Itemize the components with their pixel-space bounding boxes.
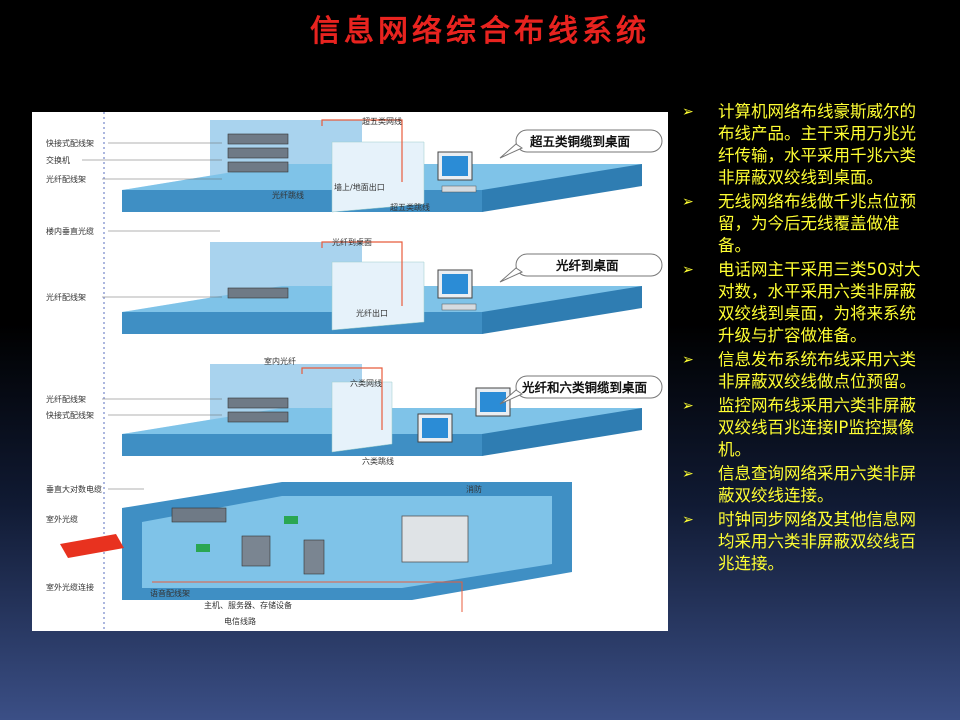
label-cat6-cable: 六类网线: [350, 378, 382, 388]
arrow-bullet-icon: ➢: [682, 104, 694, 120]
label-switch: 交换机: [46, 155, 70, 165]
label-quick-patch-2: 快接式配线架: [46, 410, 94, 420]
label-quick-patch-1: 快接式配线架: [46, 138, 94, 148]
label-fire: 消防: [466, 484, 482, 494]
bullet-item: ➢信息查询网络采用六类非屏蔽双绞线连接。: [682, 464, 916, 505]
arrow-bullet-icon: ➢: [682, 194, 694, 210]
label-fiber-to-desk: 光纤到桌面: [332, 237, 372, 247]
callout-floor2: 光纤到桌面: [555, 258, 619, 273]
label-voice-panel: 语音配线架: [150, 588, 190, 598]
label-outdoor-fiber-link: 室外光缆连接: [46, 582, 94, 592]
bullet-item: ➢时钟同步网络及其他信息网均采用六类非屏蔽双绞线百兆连接。: [682, 510, 916, 573]
label-fiber-panel-3: 光纤配线架: [46, 394, 86, 404]
label-outlet: 墙上/地面出口: [334, 182, 385, 192]
callout-floor1: 超五类铜缆到桌面: [529, 134, 631, 149]
label-hosts: 主机、服务器、存储设备: [204, 600, 292, 610]
label-outdoor-fiber: 室外光缆: [46, 514, 78, 524]
label-cat6-patch: 六类跳线: [362, 456, 394, 466]
arrow-bullet-icon: ➢: [682, 466, 694, 482]
floor-1: 超五类网线 墙上/地面出口 光纤跳线 超五类跳线 超五类铜缆到桌面: [122, 116, 663, 213]
slide-title: 信息网络综合布线系统: [310, 14, 650, 49]
arrow-bullet-icon: ➢: [682, 352, 694, 368]
label-telecom: 电信线路: [224, 616, 256, 626]
bullet-item: ➢无线网络布线做千兆点位预留，为今后无线覆盖做准备。: [682, 192, 916, 255]
arrow-bullet-icon: ➢: [682, 512, 694, 528]
label-backbone-cable: 垂直大对数电缆: [46, 484, 102, 494]
left-labels: 快接式配线架 交换机 光纤配线架 楼内垂直光缆 光纤配线架 光纤配线架 快接式配…: [46, 138, 222, 592]
bullet-item: ➢计算机网络布线豪斯威尔的布线产品。主干采用万兆光纤传输，水平采用千兆六类非屏蔽…: [682, 102, 916, 187]
floor-3: 室内光纤 六类网线 六类跳线 光纤和六类铜缆到桌面: [122, 356, 663, 466]
label-cat5-patch: 超五类跳线: [390, 202, 430, 212]
label-vertical-fiber: 楼内垂直光缆: [46, 226, 94, 236]
label-cat5-cable: 超五类网线: [362, 116, 402, 126]
label-fiber-patch: 光纤跳线: [272, 190, 304, 200]
bullet-list: ➢计算机网络布线豪斯威尔的布线产品。主干采用万兆光纤传输，水平采用千兆六类非屏蔽…: [682, 101, 932, 577]
callout-floor3: 光纤和六类铜缆到桌面: [521, 380, 648, 395]
bullet-item: ➢监控网布线采用六类非屏蔽双绞线百兆连接IP监控摄像机。: [682, 396, 916, 459]
bullet-item: ➢电话网主干采用三类50对大对数，水平采用六类非屏蔽双绞线到桌面，为将来系统升级…: [682, 260, 921, 345]
label-fiber-outlet: 光纤出口: [356, 308, 388, 318]
cabling-diagram: 超五类网线 墙上/地面出口 光纤跳线 超五类跳线 超五类铜缆到桌面 光纤到桌面 …: [32, 112, 668, 631]
arrow-bullet-icon: ➢: [682, 398, 694, 414]
arrow-bullet-icon: ➢: [682, 262, 694, 278]
label-fiber-panel-2: 光纤配线架: [46, 292, 86, 302]
label-indoor-fiber: 室内光纤: [264, 356, 296, 366]
basement: 语音配线架 主机、服务器、存储设备 电信线路 消防: [60, 482, 572, 626]
floor-2: 光纤到桌面 光纤出口 光纤到桌面: [122, 237, 663, 334]
label-fiber-panel-1: 光纤配线架: [46, 174, 86, 184]
bullet-item: ➢信息发布系统布线采用六类非屏蔽双绞线做点位预留。: [682, 350, 916, 391]
